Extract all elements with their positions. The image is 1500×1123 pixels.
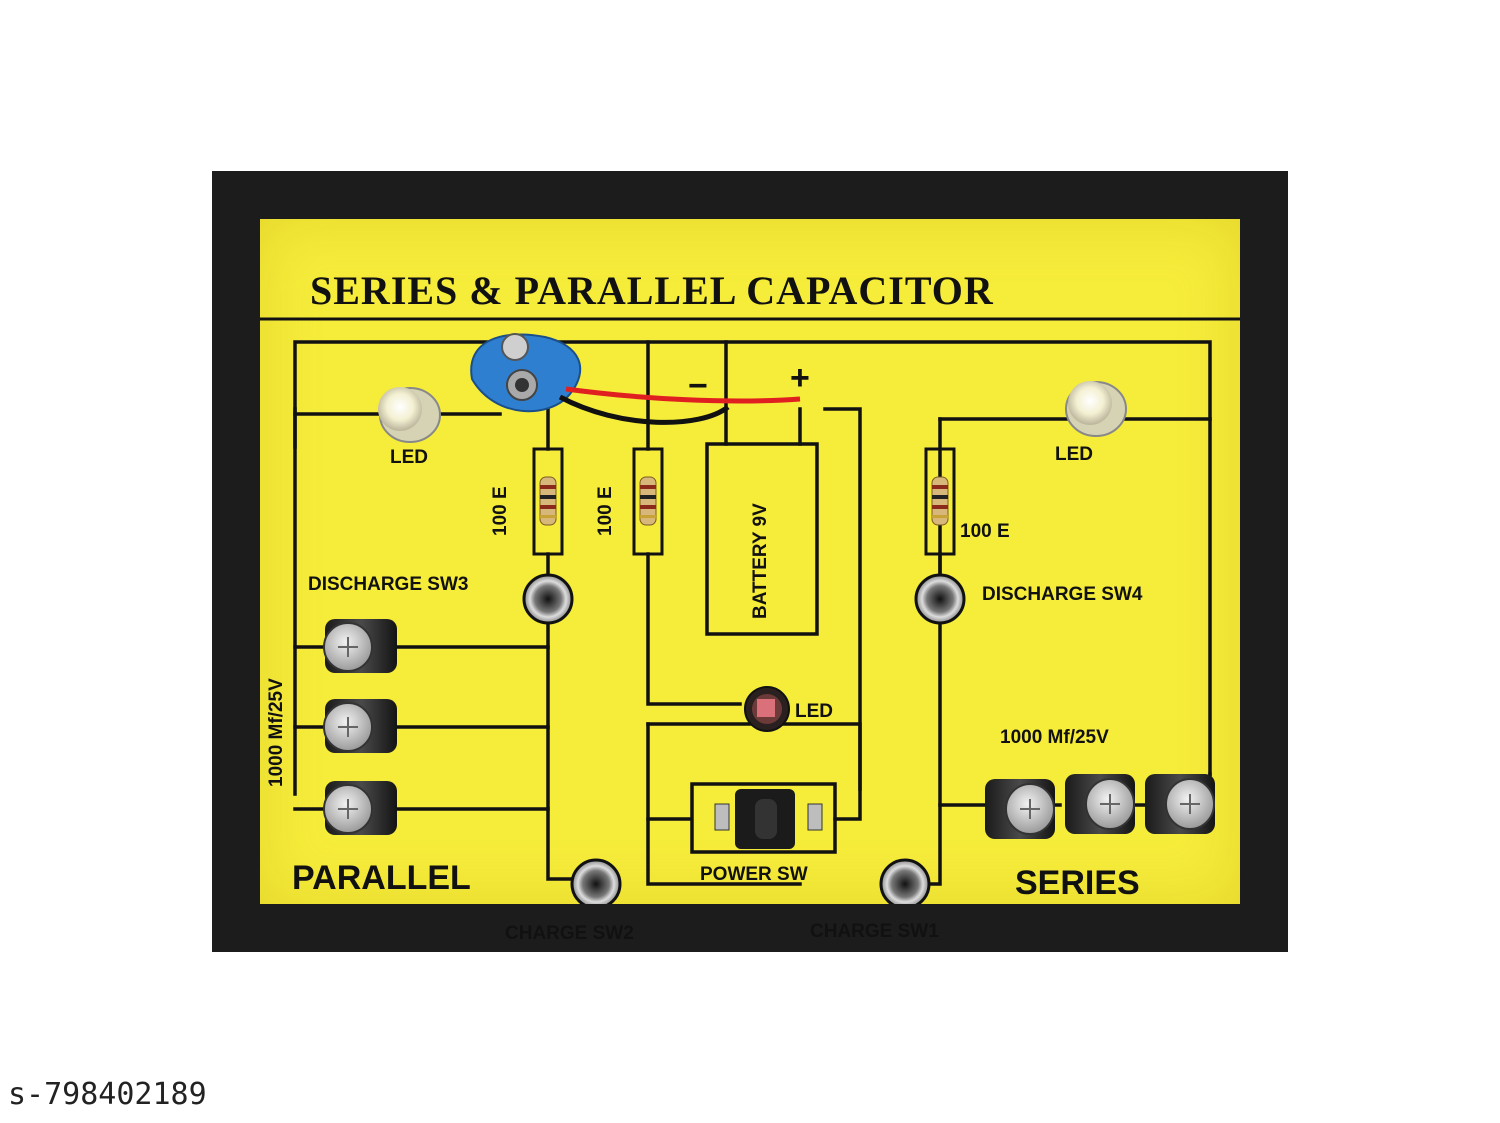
parallel-label: PARALLEL [292,859,471,897]
cap-series-label: 1000 Mf/25V [1000,727,1109,748]
wire-red [565,386,801,404]
capacitor-icon-p3 [323,781,397,835]
led-center-label: LED [795,701,833,722]
battery-minus-sign: − [688,367,708,405]
battery-plus-sign: + [790,359,810,397]
circuit-board: SERIES & PARALLEL CAPACITOR LED LED LED … [260,219,1240,944]
led-right-icon [1065,381,1127,437]
battery-outline [705,442,819,636]
battery-label: BATTERY 9V [750,503,771,619]
led-left-label: LED [390,447,428,468]
capacitor-icon-p1 [323,619,397,673]
discharge-sw3-label: DISCHARGE SW3 [308,574,469,595]
board-frame: SERIES & PARALLEL CAPACITOR LED LED LED … [212,171,1288,952]
charge-sw2-label: CHARGE SW2 [505,923,634,944]
discharge-sw4-jack[interactable] [914,573,966,625]
circuit-drawing [260,317,1240,904]
resistor-3-label: 100 E [960,521,1010,542]
capacitor-icon-s3 [1145,774,1215,834]
capacitor-icon-s1 [985,779,1055,839]
resistor-icon-3 [924,447,956,556]
led-left-icon [378,387,441,443]
capacitor-icon-s2 [1065,774,1135,834]
discharge-sw3-jack[interactable] [522,573,574,625]
battery-clip-icon [470,333,582,413]
power-switch-icon[interactable] [714,789,823,849]
wire-black [558,394,730,425]
charge-sw2-jack[interactable] [570,858,622,904]
led-center-icon [744,686,790,732]
discharge-sw4-label: DISCHARGE SW4 [982,584,1143,605]
led-right-label: LED [1055,444,1093,465]
power-sw-label: POWER SW [700,864,808,885]
resistor-icon-2 [632,447,664,556]
capacitor-icon-p2 [323,699,397,753]
resistor-icon-1 [532,447,564,556]
watermark-text: s-798402189 [8,1077,207,1112]
power-switch-outline [690,782,837,854]
series-label: SERIES [1015,864,1140,902]
charge-sw1-jack[interactable] [879,858,931,904]
charge-sw1-label: CHARGE SW1 [810,921,939,942]
cap-parallel-label: 1000 Mf/25V [266,678,287,787]
resistor-1-label: 100 E [490,486,511,536]
resistor-2-label: 100 E [595,486,616,536]
board-title: SERIES & PARALLEL CAPACITOR [310,268,994,313]
